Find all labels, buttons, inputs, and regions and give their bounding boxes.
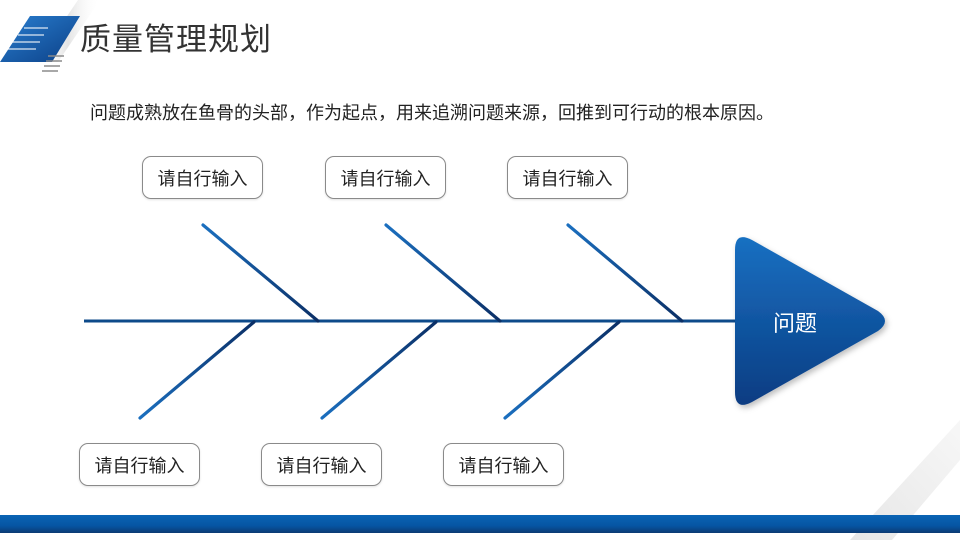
upper-bone-2 [384, 223, 502, 323]
top-cause-box-1[interactable]: 请自行输入 [142, 156, 263, 199]
lower-bone-3 [503, 320, 621, 420]
upper-bone-3 [566, 223, 684, 323]
cause-label: 请自行输入 [276, 455, 367, 477]
cause-label: 请自行输入 [522, 168, 613, 190]
problem-label: 问题 [772, 312, 817, 337]
cause-label: 请自行输入 [458, 455, 549, 477]
bottom-cause-box-1[interactable]: 请自行输入 [79, 443, 200, 486]
striped-parallelogram-icon [0, 0, 100, 72]
lower-bone-1 [138, 320, 256, 420]
lower-bone-2 [320, 320, 438, 420]
top-cause-box-2[interactable]: 请自行输入 [325, 156, 446, 199]
top-cause-box-3[interactable]: 请自行输入 [507, 156, 628, 199]
cause-label: 请自行输入 [94, 455, 185, 477]
page-title: 质量管理规划 [80, 22, 272, 58]
footer-bar [0, 515, 960, 533]
intro-text: 问题成熟放在鱼骨的头部，作为起点，用来追溯问题来源，回推到可行动的根本原因。 [90, 103, 774, 124]
bottom-cause-box-2[interactable]: 请自行输入 [261, 443, 382, 486]
diagonal-streak-decoration [850, 420, 960, 540]
cause-label: 请自行输入 [340, 168, 431, 190]
bottom-cause-box-3[interactable]: 请自行输入 [443, 443, 564, 486]
fish-head-triangle [735, 237, 885, 405]
upper-bone-1 [201, 223, 320, 323]
cause-label: 请自行输入 [157, 168, 248, 190]
